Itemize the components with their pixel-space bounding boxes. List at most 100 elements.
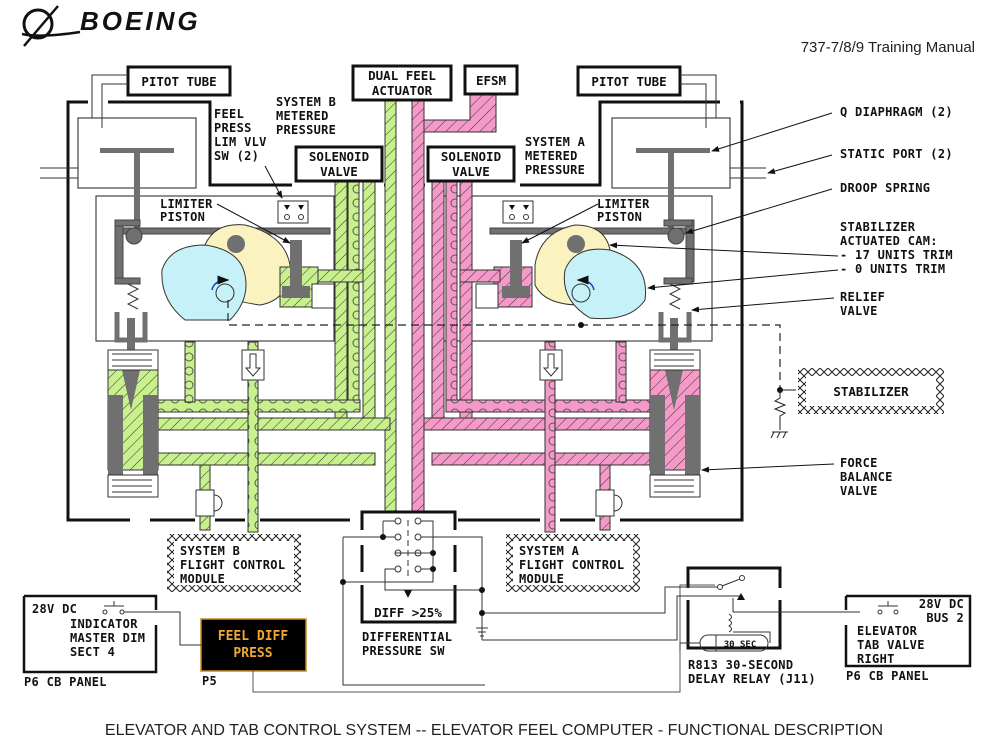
svg-text:FLIGHT CONTROL: FLIGHT CONTROL bbox=[180, 558, 285, 572]
svg-text:BUS 2: BUS 2 bbox=[926, 611, 964, 625]
svg-text:RIGHT: RIGHT bbox=[857, 652, 895, 666]
feel-diff-press-annunciator: FEEL DIFF PRESS P5 bbox=[200, 618, 307, 688]
svg-text:- 0 UNITS TRIM: - 0 UNITS TRIM bbox=[840, 262, 945, 276]
svg-text:PITOT TUBE: PITOT TUBE bbox=[591, 74, 666, 89]
svg-text:30 SEC: 30 SEC bbox=[724, 640, 757, 650]
delay-relay: 30 SEC bbox=[482, 566, 860, 652]
check-valve-right bbox=[595, 489, 623, 517]
svg-text:EFSM: EFSM bbox=[476, 73, 506, 88]
circuit-breaker-icon bbox=[877, 601, 899, 615]
svg-text:PITOT TUBE: PITOT TUBE bbox=[141, 74, 216, 89]
manual-title: 737-7/8/9 Training Manual bbox=[801, 39, 975, 56]
svg-text:P6 CB PANEL: P6 CB PANEL bbox=[846, 669, 929, 683]
svg-text:28V DC: 28V DC bbox=[32, 602, 77, 616]
boeing-logo-icon bbox=[21, 5, 81, 47]
svg-text:R813 30-SECOND: R813 30-SECOND bbox=[688, 658, 793, 672]
svg-text:FORCE: FORCE bbox=[840, 456, 878, 470]
svg-text:SYSTEM A: SYSTEM A bbox=[519, 544, 580, 558]
stabilizer-cam-left bbox=[161, 224, 291, 321]
svg-text:MODULE: MODULE bbox=[180, 572, 225, 586]
svg-text:FEEL DIFF: FEEL DIFF bbox=[218, 629, 289, 644]
circuit-breaker-icon bbox=[102, 601, 125, 615]
svg-text:ACTUATED CAM:: ACTUATED CAM: bbox=[840, 234, 938, 248]
stabilizer-cam-right bbox=[534, 224, 647, 320]
svg-text:PRESSURE: PRESSURE bbox=[525, 163, 585, 177]
pitot-tube-right: PITOT TUBE bbox=[576, 65, 717, 128]
svg-text:28V DC: 28V DC bbox=[919, 597, 964, 611]
cb-panel-left: 28V DC INDICATOR MASTER DIM SECT 4 P6 CB… bbox=[22, 584, 715, 693]
svg-text:Q DIAPHRAGM (2): Q DIAPHRAGM (2) bbox=[840, 105, 953, 119]
svg-text:INDICATOR: INDICATOR bbox=[70, 617, 138, 631]
feel-press-lim-switch-left bbox=[277, 200, 309, 224]
pitot-tube-left: PITOT TUBE bbox=[91, 65, 232, 128]
check-valve-left bbox=[195, 489, 223, 517]
svg-text:FEEL: FEEL bbox=[214, 107, 244, 121]
svg-text:TAB VALVE: TAB VALVE bbox=[857, 638, 925, 652]
solenoid-valve-b: SOLENOID VALVE bbox=[294, 145, 384, 183]
svg-text:DIFFERENTIAL: DIFFERENTIAL bbox=[362, 630, 452, 644]
callouts-left: FEEL PRESS LIM VLV SW (2) SYSTEM B METER… bbox=[160, 95, 336, 244]
droop-spring-right bbox=[658, 283, 692, 378]
svg-text:BALANCE: BALANCE bbox=[840, 470, 893, 484]
svg-text:PISTON: PISTON bbox=[160, 210, 205, 224]
feel-press-lim-switch-right bbox=[502, 200, 534, 224]
stabilizer-linkage bbox=[227, 300, 781, 390]
force-balance-valve-left bbox=[107, 349, 159, 498]
q-diaphragm-right bbox=[636, 148, 710, 240]
dual-feel-actuator-box: DUAL FEEL ACTUATOR bbox=[351, 64, 453, 102]
svg-text:SYSTEM B: SYSTEM B bbox=[180, 544, 240, 558]
svg-text:VALVE: VALVE bbox=[840, 484, 878, 498]
svg-text:DIFF >25%: DIFF >25% bbox=[374, 605, 442, 620]
svg-text:- 17 UNITS TRIM: - 17 UNITS TRIM bbox=[840, 248, 953, 262]
stabilizer-ground bbox=[770, 389, 796, 439]
q-diaphragm-left bbox=[100, 148, 174, 240]
svg-text:METERED: METERED bbox=[276, 109, 329, 123]
svg-text:DROOP SPRING: DROOP SPRING bbox=[840, 181, 930, 195]
svg-text:RELIEF: RELIEF bbox=[840, 290, 885, 304]
limiter-piston-right bbox=[475, 240, 533, 309]
stabilizer-box: STABILIZER bbox=[798, 368, 944, 414]
svg-text:SW (2): SW (2) bbox=[214, 149, 259, 163]
svg-text:VALVE: VALVE bbox=[452, 164, 490, 179]
svg-text:DELAY RELAY (J11): DELAY RELAY (J11) bbox=[688, 672, 816, 686]
flow-arrow-right bbox=[539, 349, 563, 381]
svg-text:PISTON: PISTON bbox=[597, 210, 642, 224]
svg-text:VALVE: VALVE bbox=[320, 164, 358, 179]
svg-text:PRESS: PRESS bbox=[233, 646, 272, 661]
svg-text:PRESSURE: PRESSURE bbox=[276, 123, 336, 137]
solenoid-valve-a: SOLENOID VALVE bbox=[426, 145, 516, 183]
svg-text:DUAL FEEL: DUAL FEEL bbox=[368, 68, 436, 83]
svg-text:PRESS: PRESS bbox=[214, 121, 252, 135]
svg-text:SOLENOID: SOLENOID bbox=[441, 149, 501, 164]
svg-text:MASTER DIM: MASTER DIM bbox=[70, 631, 145, 645]
svg-text:SYSTEM A: SYSTEM A bbox=[525, 135, 586, 149]
system-a-fcm-box: SYSTEM A FLIGHT CONTROL MODULE bbox=[506, 534, 640, 592]
logo-text: BOEING bbox=[80, 6, 201, 36]
flow-arrow-left bbox=[241, 349, 265, 381]
limiter-piston-left bbox=[279, 240, 335, 309]
callouts-bottom: DIFFERENTIAL PRESSURE SW R813 30-SECOND … bbox=[362, 630, 816, 686]
static-port-pipes bbox=[40, 167, 766, 179]
svg-text:P6 CB PANEL: P6 CB PANEL bbox=[24, 675, 107, 689]
svg-text:LIMITER: LIMITER bbox=[597, 197, 650, 211]
svg-text:PRESSURE SW: PRESSURE SW bbox=[362, 644, 445, 658]
svg-text:STABILIZER: STABILIZER bbox=[840, 220, 916, 234]
droop-spring-left bbox=[114, 283, 148, 378]
svg-text:P5: P5 bbox=[202, 674, 217, 688]
svg-text:SECT 4: SECT 4 bbox=[70, 645, 115, 659]
svg-text:STATIC PORT (2): STATIC PORT (2) bbox=[840, 147, 953, 161]
svg-text:SOLENOID: SOLENOID bbox=[309, 149, 369, 164]
svg-text:FLIGHT CONTROL: FLIGHT CONTROL bbox=[519, 558, 624, 572]
efsm-box: EFSM bbox=[463, 64, 519, 96]
svg-text:LIMITER: LIMITER bbox=[160, 197, 213, 211]
svg-text:STABILIZER: STABILIZER bbox=[833, 384, 909, 399]
svg-text:METERED: METERED bbox=[525, 149, 578, 163]
system-b-fcm-box: SYSTEM B FLIGHT CONTROL MODULE bbox=[167, 534, 301, 592]
boeing-logo: BOEING bbox=[21, 5, 201, 47]
svg-text:SYSTEM B: SYSTEM B bbox=[276, 95, 336, 109]
callouts-right: SYSTEM A METERED PRESSURE LIMITER PISTON… bbox=[521, 105, 953, 498]
cb-panel-right: 28V DC BUS 2 ELEVATOR TAB VALVE RIGHT P6… bbox=[844, 594, 972, 683]
figure-caption: ELEVATOR AND TAB CONTROL SYSTEM -- ELEVA… bbox=[105, 722, 883, 739]
svg-text:ACTUATOR: ACTUATOR bbox=[372, 83, 433, 98]
